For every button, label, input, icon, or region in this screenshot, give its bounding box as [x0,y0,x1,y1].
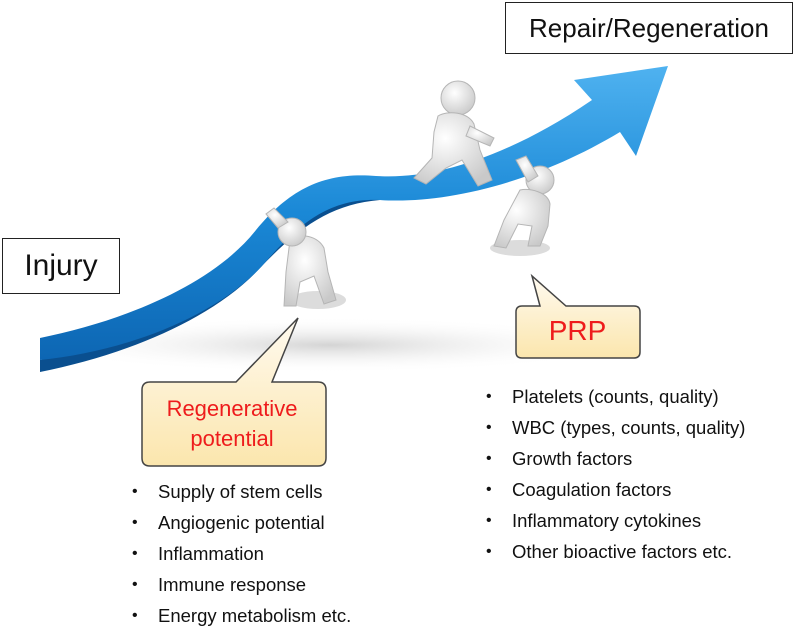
regenerative-potential-label: Regenerative potential [146,386,318,462]
list-item: Inflammation [130,538,351,569]
growth-arrow [40,66,668,360]
regenerative-label-line2: potential [190,426,274,451]
prp-label: PRP [548,315,607,346]
repair-regeneration-label: Repair/Regeneration [505,2,793,54]
floor-shadow [30,317,630,373]
list-item: Growth factors [484,443,745,474]
list-item: Platelets (counts, quality) [484,381,745,412]
regenerative-factor-list: Supply of stem cells Angiogenic potentia… [130,476,351,626]
prp-callout [515,273,641,359]
prp-factor-list: Platelets (counts, quality) WBC (types, … [484,381,745,567]
list-item: Angiogenic potential [130,507,351,538]
figure-pushing-left [265,207,346,309]
list-item: Immune response [130,569,351,600]
injury-label: Injury [2,238,120,294]
regenerative-callout [141,317,327,467]
regenerative-label-line1: Regenerative [166,396,298,421]
list-item: Energy metabolism etc. [130,600,351,626]
list-item: Supply of stem cells [130,476,351,507]
list-item: Other bioactive factors etc. [484,536,745,567]
figure-lifting-right [490,155,555,256]
figure-walking-top [413,80,495,187]
list-item: WBC (types, counts, quality) [484,412,745,443]
list-item: Inflammatory cytokines [484,505,745,536]
list-item: Coagulation factors [484,474,745,505]
